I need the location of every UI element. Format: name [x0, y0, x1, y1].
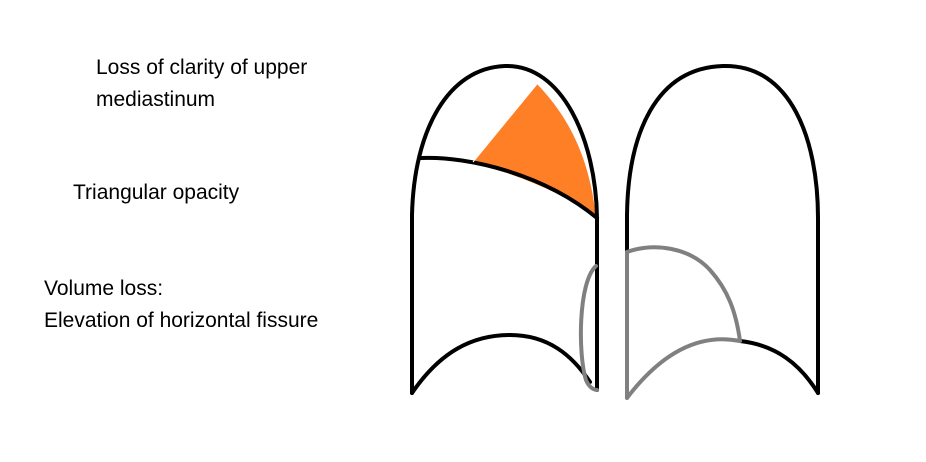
left-lung-outline [625, 63, 820, 395]
horizontal-fissure [419, 155, 599, 220]
label-upper-mediastinum-line-1: Loss of clarity of upper [96, 56, 308, 79]
label-volume-loss-line-1: Volume loss: [44, 277, 164, 300]
label-volume-loss-line-2: Elevation of horizontal fissure [44, 309, 319, 332]
opacity-inner-edge [472, 83, 538, 163]
right-lung [410, 63, 599, 395]
label-upper-mediastinum-line-2: mediastinum [96, 88, 216, 111]
label-upper-mediastinum: Loss of clarity of upper mediastinum [96, 52, 307, 116]
triangular-opacity-region [473, 84, 596, 218]
label-triangular-opacity: Triangular opacity [73, 177, 239, 209]
label-triangular-opacity-text: Triangular opacity [73, 181, 240, 204]
label-volume-loss: Volume loss: Elevation of horizontal fis… [44, 273, 318, 337]
left-lung [625, 63, 820, 400]
left-diaphragm [738, 339, 820, 395]
right-lung-outline [410, 63, 599, 395]
right-heart-border [578, 264, 599, 392]
left-heart-border [625, 245, 742, 400]
right-diaphragm [410, 332, 592, 395]
